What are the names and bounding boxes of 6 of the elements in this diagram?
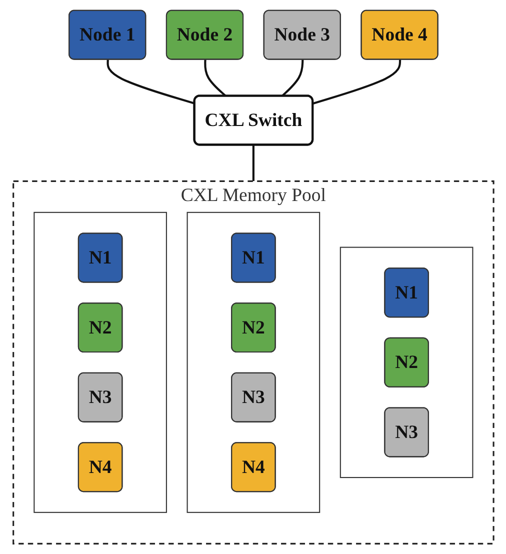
connector bbox=[252, 144, 254, 182]
connector bbox=[106, 60, 195, 104]
cluster bbox=[186, 212, 320, 513]
connector bbox=[312, 60, 401, 104]
cluster bbox=[339, 246, 473, 478]
cluster bbox=[33, 212, 167, 513]
